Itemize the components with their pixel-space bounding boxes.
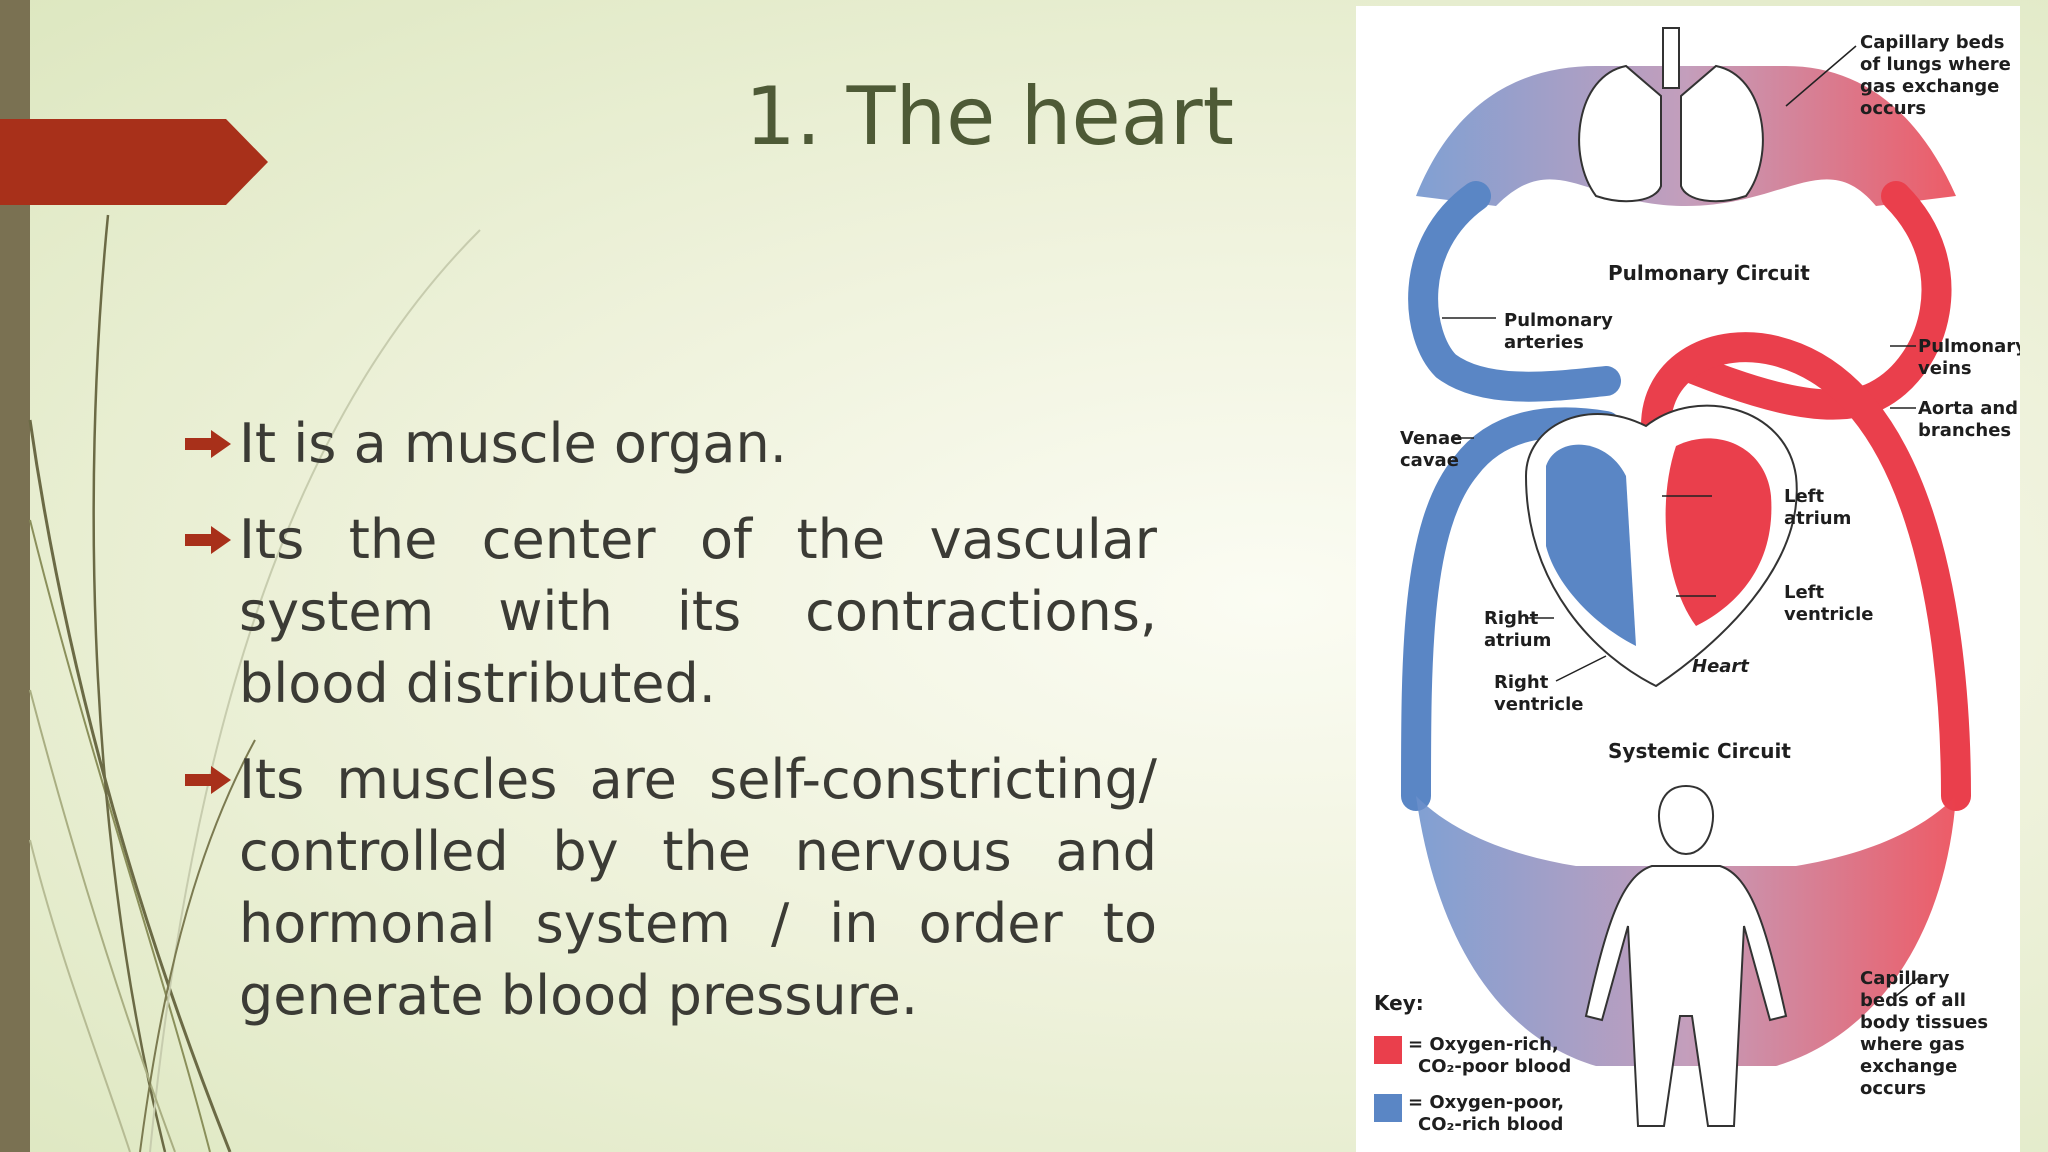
arrow-bullet-icon bbox=[185, 526, 231, 554]
aorta-vessel bbox=[1641, 332, 1971, 811]
key-oxygen-rich-2: CO₂-poor blood bbox=[1418, 1056, 1571, 1077]
bullet-text: It is a muscle organ. bbox=[239, 412, 787, 475]
bullet-list: It is a muscle organ. Its the center of … bbox=[185, 408, 1157, 1056]
label-pulmonary-arteries-1: Pulmonary bbox=[1504, 310, 1613, 331]
bullet-item: Its muscles are self-constricting/ contr… bbox=[185, 744, 1157, 1032]
label-lung-capillaries-1: Capillary beds bbox=[1860, 32, 2004, 53]
bullet-text: Its muscles are self-constricting/ contr… bbox=[239, 748, 1157, 1027]
leader-lines bbox=[1442, 45, 1922, 997]
circulatory-diagram-svg: Capillary beds of lungs where gas exchan… bbox=[1374, 27, 2020, 1135]
key-swatch-oxygen-rich bbox=[1374, 1036, 1402, 1064]
label-right-ventricle-1: Right bbox=[1494, 672, 1549, 693]
label-pulmonary-veins-2: veins bbox=[1918, 358, 1972, 379]
venae-cavae-vessel bbox=[1401, 407, 1621, 811]
label-venae-cavae-2: cavae bbox=[1400, 450, 1459, 471]
label-body-capillaries-1: Capillary bbox=[1860, 968, 1950, 989]
label-body-capillaries-4: where gas bbox=[1860, 1034, 1965, 1055]
label-venae-cavae-1: Venae bbox=[1400, 428, 1462, 449]
label-aorta-1: Aorta and bbox=[1918, 398, 2018, 419]
label-lung-capillaries-2: of lungs where bbox=[1860, 54, 2011, 75]
label-systemic-circuit: Systemic Circuit bbox=[1608, 739, 1791, 763]
label-right-atrium-2: atrium bbox=[1484, 630, 1551, 651]
human-figure-icon bbox=[1584, 784, 1788, 1127]
lungs-icon bbox=[1578, 64, 1764, 203]
circulatory-diagram: Capillary beds of lungs where gas exchan… bbox=[1356, 6, 2020, 1152]
label-right-ventricle-2: ventricle bbox=[1494, 694, 1583, 715]
bullet-item: It is a muscle organ. bbox=[185, 408, 1157, 480]
page-title: 1. The heart bbox=[744, 70, 1234, 163]
label-pulmonary-circuit: Pulmonary Circuit bbox=[1608, 261, 1810, 285]
decorative-curves bbox=[28, 214, 481, 1152]
label-pulmonary-veins-1: Pulmonary bbox=[1918, 336, 2020, 357]
label-pulmonary-arteries-2: arteries bbox=[1504, 332, 1584, 353]
key-title: Key: bbox=[1374, 991, 1424, 1015]
label-lung-capillaries-4: occurs bbox=[1860, 98, 1926, 119]
key-oxygen-poor-1: = Oxygen-poor, bbox=[1408, 1092, 1564, 1113]
pulmonary-arteries-vessel bbox=[1408, 181, 1621, 402]
label-left-ventricle-1: Left bbox=[1784, 582, 1825, 603]
label-aorta-2: branches bbox=[1918, 420, 2011, 441]
label-body-capillaries-3: body tissues bbox=[1860, 1012, 1988, 1033]
key-oxygen-poor-2: CO₂-rich blood bbox=[1418, 1114, 1563, 1135]
key-swatch-oxygen-poor bbox=[1374, 1094, 1402, 1122]
label-left-ventricle-2: ventricle bbox=[1784, 604, 1873, 625]
right-heart-chambers bbox=[1546, 444, 1636, 646]
label-heart: Heart bbox=[1692, 656, 1750, 677]
label-body-capillaries-2: beds of all bbox=[1860, 990, 1966, 1011]
key-oxygen-rich-1: = Oxygen-rich, bbox=[1408, 1034, 1559, 1055]
left-heart-chambers bbox=[1665, 438, 1772, 626]
bullet-text: Its the center of the vascular system wi… bbox=[239, 508, 1157, 715]
label-right-atrium-1: Right bbox=[1484, 608, 1539, 629]
label-left-atrium-2: atrium bbox=[1784, 508, 1851, 529]
pulmonary-veins-vessel bbox=[1671, 181, 1952, 420]
label-left-atrium-1: Left bbox=[1784, 486, 1825, 507]
label-lung-capillaries-3: gas exchange bbox=[1860, 76, 1999, 97]
label-body-capillaries-5: exchange bbox=[1860, 1056, 1957, 1077]
title-accent-arrow bbox=[0, 119, 268, 205]
label-body-capillaries-6: occurs bbox=[1860, 1078, 1926, 1099]
bullet-item: Its the center of the vascular system wi… bbox=[185, 504, 1157, 720]
arrow-bullet-icon bbox=[185, 766, 231, 794]
arrow-bullet-icon bbox=[185, 430, 231, 458]
